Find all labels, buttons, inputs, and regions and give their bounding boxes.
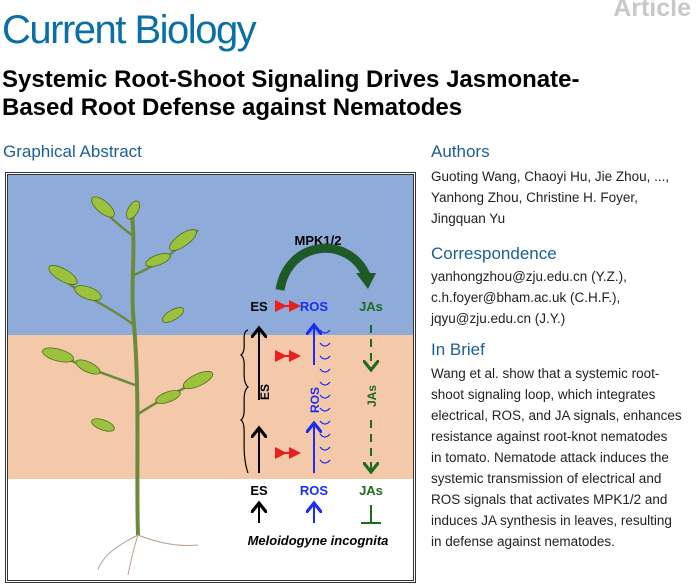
jas-vertical-label: JAs — [365, 385, 379, 407]
brief-line: electrical, ROS, and JA signals, enhance… — [431, 408, 682, 423]
brief-line: ROS signals that activates MPK1/2 and — [431, 492, 668, 507]
article-type-label: Article — [613, 0, 691, 22]
es-vertical-label: ES — [258, 384, 272, 400]
root-region — [8, 335, 413, 479]
email-link[interactable]: yanhongzhou@zju.edu.cn (Y.Z.), — [431, 269, 627, 284]
journal-name: Current Biology — [2, 8, 257, 52]
email-link[interactable]: c.h.foyer@bham.ac.uk (C.H.F.), — [431, 290, 621, 305]
in-brief-text: Wang et al. show that a systemic root- s… — [431, 363, 693, 552]
brief-line: resistance against root-knot nematodes — [431, 429, 668, 444]
ros-top-label: ROS — [300, 299, 329, 314]
es-top-label: ES — [250, 299, 268, 314]
author-line: Yanhong Zhou, Christine H. Foyer, — [431, 190, 638, 205]
es-brace — [239, 329, 249, 474]
in-brief-heading: In Brief — [431, 340, 485, 359]
title-line: Based Root Defense against Nematodes — [2, 94, 463, 121]
correspondence-heading: Correspondence — [431, 244, 557, 263]
title-line: Systemic Root-Shoot Signaling Drives Jas… — [2, 66, 580, 93]
brief-line: Wang et al. show that a systemic root- — [431, 366, 660, 381]
jas-bottom-label: JAs — [359, 483, 383, 498]
brief-line: in tomato. Nematode attack induces the — [431, 450, 669, 465]
author-line: Jingquan Yu — [431, 211, 506, 226]
correspondence-list: yanhongzhou@zju.edu.cn (Y.Z.), c.h.foyer… — [431, 266, 693, 329]
author-line: Guoting Wang, Chaoyi Hu, Jie Zhou, ..., — [431, 169, 670, 184]
graphical-abstract-heading: Graphical Abstract — [3, 142, 142, 161]
brief-line: systemic transmission of electrical and — [431, 471, 662, 486]
ros-vertical-label: ROS — [308, 387, 322, 413]
ros-bottom-label: ROS — [300, 483, 329, 498]
jas-top-label: JAs — [359, 299, 383, 314]
authors-heading: Authors — [431, 142, 490, 161]
authors-list: Guoting Wang, Chaoyi Hu, Jie Zhou, ..., … — [431, 166, 693, 229]
soil-region — [8, 479, 413, 580]
paper-title: Systemic Root-Shoot Signaling Drives Jas… — [2, 66, 579, 122]
brief-line: induces JA synthesis in leaves, resultin… — [431, 513, 672, 528]
jas-inhibition-symbol — [361, 505, 381, 524]
graphical-abstract-figure: MPK1/2 ES ROS JAs ES ROS JAs ES ROS JAs … — [5, 172, 416, 583]
brief-line: in defense against nematodes. — [431, 534, 615, 549]
nematode-label: Meloidogyne incognita — [248, 533, 389, 548]
tomato-plant-illustration — [42, 196, 214, 576]
ros-wave — [319, 329, 331, 464]
es-bottom-label: ES — [250, 483, 268, 498]
mpk-curved-arrow — [275, 243, 371, 291]
brief-line: shoot signaling loop, which integrates — [431, 387, 656, 402]
email-link[interactable]: jqyu@zju.edu.cn (J.Y.) — [431, 311, 566, 326]
